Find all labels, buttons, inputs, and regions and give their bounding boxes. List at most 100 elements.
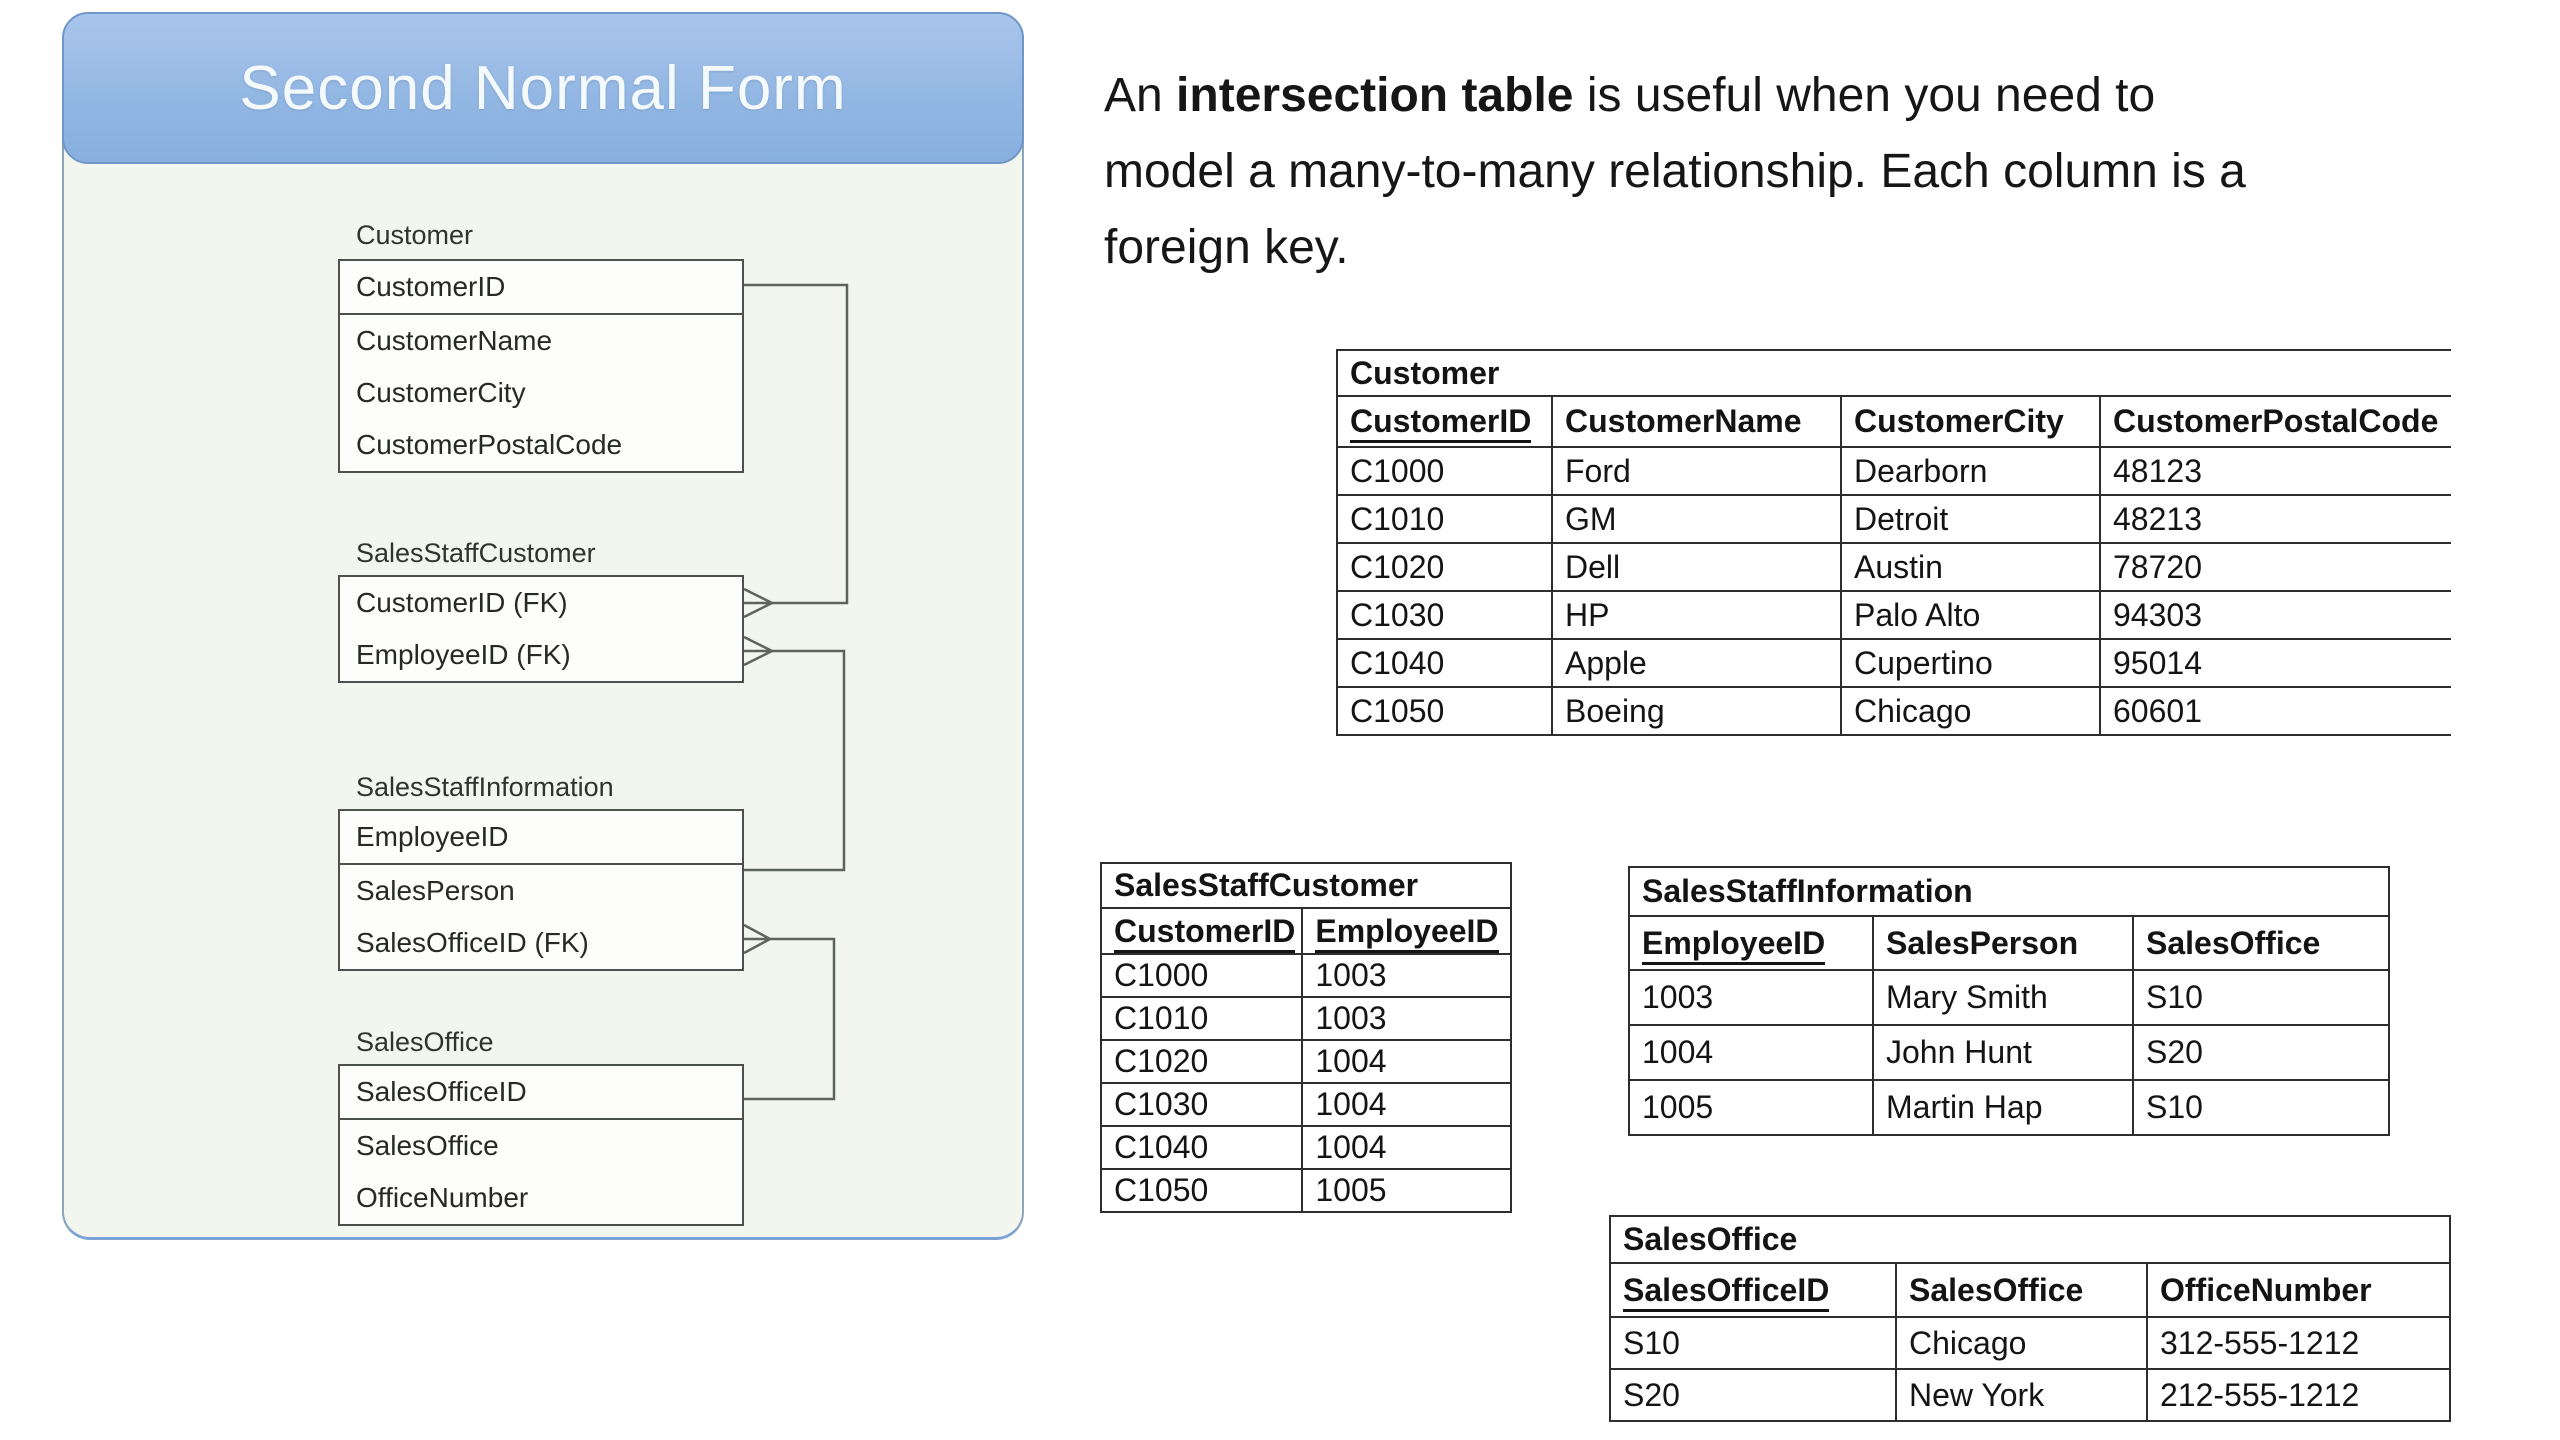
cell: John Hunt: [1872, 1024, 2134, 1081]
cell: GM: [1551, 494, 1842, 544]
cell: Chicago: [1895, 1316, 2148, 1370]
panel-title: Second Normal Form: [239, 53, 847, 123]
salesstaffinformation-table: SalesStaffInformation EmployeeID SalesPe…: [1628, 866, 2390, 1136]
cell: 212-555-1212: [2146, 1368, 2451, 1422]
connector-customer-ssc: [744, 283, 849, 605]
key-column-header: EmployeeID: [1642, 924, 1826, 965]
key-column-header: CustomerID: [1114, 912, 1296, 952]
cell: HP: [1551, 590, 1842, 640]
column-header: EmployeeID: [1301, 907, 1513, 955]
table-row: 1004 John Hunt S20: [1628, 1024, 2390, 1081]
cell: S20: [2132, 1024, 2390, 1081]
er-label-salesoffice: SalesOffice: [356, 1027, 494, 1057]
table-header-row: EmployeeID SalesPerson SalesOffice: [1628, 915, 2390, 971]
note-paragraph: An intersection table is useful when you…: [1104, 58, 2544, 286]
table-row: 1005 Martin Hap S10: [1628, 1079, 2390, 1136]
cell: S10: [1609, 1316, 1897, 1370]
key-column-header: SalesOfficeID: [1623, 1271, 1830, 1312]
cell: 1003: [1628, 969, 1874, 1026]
cell: 1003: [1301, 953, 1513, 998]
er-field: SalesOffice: [356, 1130, 499, 1161]
table-title-row: Customer: [1336, 349, 2451, 397]
connector-ssc-ssi: [744, 649, 846, 872]
cell: 94303: [2099, 590, 2451, 640]
cell: C1020: [1336, 542, 1553, 592]
table-row: C1020 1004: [1099, 1039, 1513, 1084]
note-bold-term: intersection table: [1176, 69, 1574, 122]
cell: 95014: [2099, 638, 2451, 688]
cell: Chicago: [1840, 686, 2101, 736]
er-field-pk: CustomerID (FK): [356, 587, 568, 618]
table-title-row: SalesStaffCustomer: [1099, 862, 1513, 909]
er-field: CustomerName: [356, 325, 553, 356]
er-connectors: [743, 283, 849, 1101]
column-header: SalesOfficeID: [1609, 1262, 1897, 1318]
table-row: C1000 1003: [1099, 953, 1513, 998]
table-title-row: SalesStaffInformation: [1628, 866, 2390, 917]
cell: C1050: [1336, 686, 1553, 736]
er-entity-salesstaffinformation: EmployeeID SalesPerson SalesOfficeID (FK…: [338, 809, 744, 971]
cell: C1030: [1336, 590, 1553, 640]
customer-table: Customer CustomerID CustomerName Custome…: [1336, 349, 2451, 736]
table-row: C1030 1004: [1099, 1082, 1513, 1127]
table-row: 1003 Mary Smith S10: [1628, 969, 2390, 1026]
column-header: OfficeNumber: [2146, 1262, 2451, 1318]
er-field: CustomerPostalCode: [356, 429, 623, 460]
cell: 78720: [2099, 542, 2451, 592]
crow-foot-customerid-icon: [743, 587, 773, 619]
table-row: S10 Chicago 312-555-1212: [1609, 1316, 2451, 1370]
note-text: model a many-to-many relationship. Each …: [1104, 145, 2246, 198]
cell: 60601: [2099, 686, 2451, 736]
er-label-customer: Customer: [356, 220, 474, 250]
table-row: C1000 Ford Dearborn 48123: [1336, 446, 2451, 496]
cell: 1004: [1301, 1125, 1513, 1170]
er-field: OfficeNumber: [356, 1182, 529, 1213]
table-header-row: CustomerID CustomerName CustomerCity Cus…: [1336, 395, 2451, 448]
cell: C1050: [1099, 1168, 1304, 1213]
column-header: CustomerID: [1336, 395, 1553, 448]
cell: 1005: [1628, 1079, 1874, 1136]
er-entity-salesstaffcustomer: CustomerID (FK) EmployeeID (FK): [338, 575, 744, 683]
table-title: SalesOffice: [1609, 1215, 2451, 1264]
er-field: SalesPerson: [356, 875, 515, 906]
note-text: is useful when you need to: [1573, 69, 2156, 122]
cell: C1040: [1336, 638, 1553, 688]
cell: Palo Alto: [1840, 590, 2101, 640]
cell: S20: [1609, 1368, 1897, 1422]
salesoffice-table: SalesOffice SalesOfficeID SalesOffice Of…: [1609, 1215, 2451, 1422]
column-header: CustomerPostalCode: [2099, 395, 2451, 448]
table-row: C1030 HP Palo Alto 94303: [1336, 590, 2451, 640]
connector-ssi-so: [744, 937, 836, 1101]
column-header: SalesPerson: [1872, 915, 2134, 971]
cell: New York: [1895, 1368, 2148, 1422]
table-title: SalesStaffCustomer: [1099, 862, 1513, 909]
cell: Cupertino: [1840, 638, 2101, 688]
cell: S10: [2132, 1079, 2390, 1136]
er-label-salesstaffinformation: SalesStaffInformation: [356, 772, 614, 802]
table-row: C1020 Dell Austin 78720: [1336, 542, 2451, 592]
table-title: SalesStaffInformation: [1628, 866, 2390, 917]
cell: 1004: [1301, 1039, 1513, 1084]
cell: Mary Smith: [1872, 969, 2134, 1026]
column-header: CustomerName: [1551, 395, 1842, 448]
cell: Austin: [1840, 542, 2101, 592]
column-header: SalesOffice: [1895, 1262, 2148, 1318]
table-header-row: SalesOfficeID SalesOffice OfficeNumber: [1609, 1262, 2451, 1318]
table-row: C1050 1005: [1099, 1168, 1513, 1213]
table-row: C1010 1003: [1099, 996, 1513, 1041]
er-field: SalesOfficeID (FK): [356, 927, 589, 958]
cell: 1004: [1301, 1082, 1513, 1127]
er-field: CustomerCity: [356, 377, 526, 408]
er-label-salesstaffcustomer: SalesStaffCustomer: [356, 538, 596, 568]
cell: C1010: [1336, 494, 1553, 544]
er-field-pk: EmployeeID (FK): [356, 639, 571, 670]
cell: Ford: [1551, 446, 1842, 496]
column-header: EmployeeID: [1628, 915, 1874, 971]
er-entity-customer: CustomerID CustomerName CustomerCity Cus…: [338, 259, 744, 473]
key-column-header: EmployeeID: [1315, 912, 1499, 952]
note-text: foreign key.: [1104, 221, 1349, 274]
salesstaffcustomer-table: SalesStaffCustomer CustomerID EmployeeID…: [1099, 862, 1513, 1213]
er-field-pk: EmployeeID: [356, 821, 509, 852]
column-header: CustomerID: [1099, 907, 1304, 955]
second-normal-form-panel: Second Normal Form Customer CustomerID C…: [62, 12, 1024, 1240]
